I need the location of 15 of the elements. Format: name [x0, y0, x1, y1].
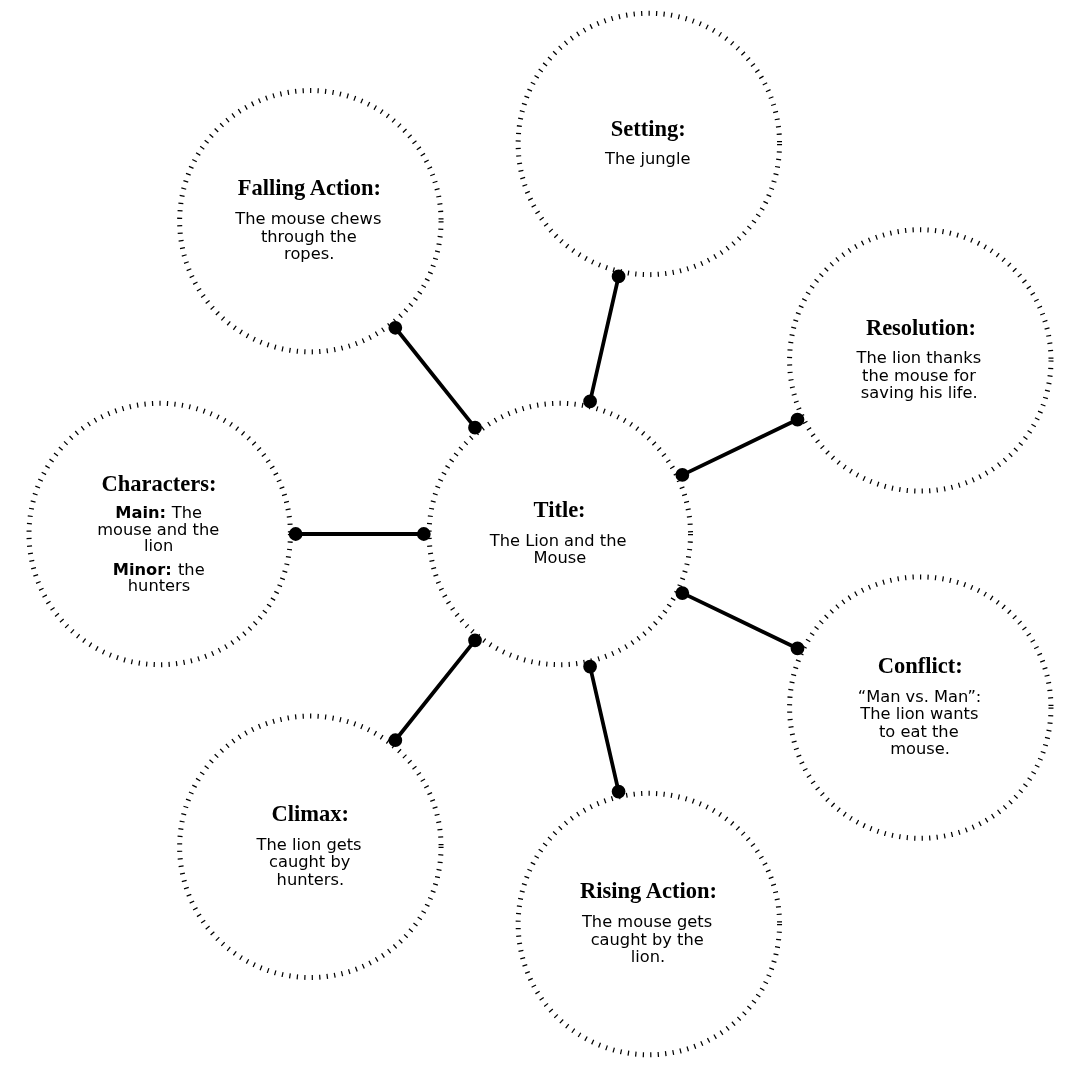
connector — [387, 320, 482, 435]
connector — [582, 659, 625, 799]
node-circle: Rising Action: The mouse gets caught by the lion. — [515, 790, 782, 1058]
connector — [387, 633, 482, 748]
node-circle: Characters: Main: The mouse and the lion Minor: the hunters — [26, 400, 293, 668]
node-circle: Falling Action: The mouse chews through the ropes. — [176, 88, 444, 355]
connector — [674, 586, 804, 656]
node-circle: Resolution: The lion thanks the mouse for saving his life. — [786, 227, 1053, 494]
node-circle: Title: The Lion and the Mouse — [426, 400, 693, 668]
connector — [288, 527, 431, 541]
node-circle: Climax: The lion gets caught by hunters. — [176, 713, 444, 980]
node-circle: Conflict: “Man vs. Man”: The lion wants to eat the mouse. — [786, 574, 1053, 841]
connector — [582, 269, 625, 409]
connector — [674, 412, 804, 482]
node-circle: Setting: The jungle — [515, 10, 782, 278]
